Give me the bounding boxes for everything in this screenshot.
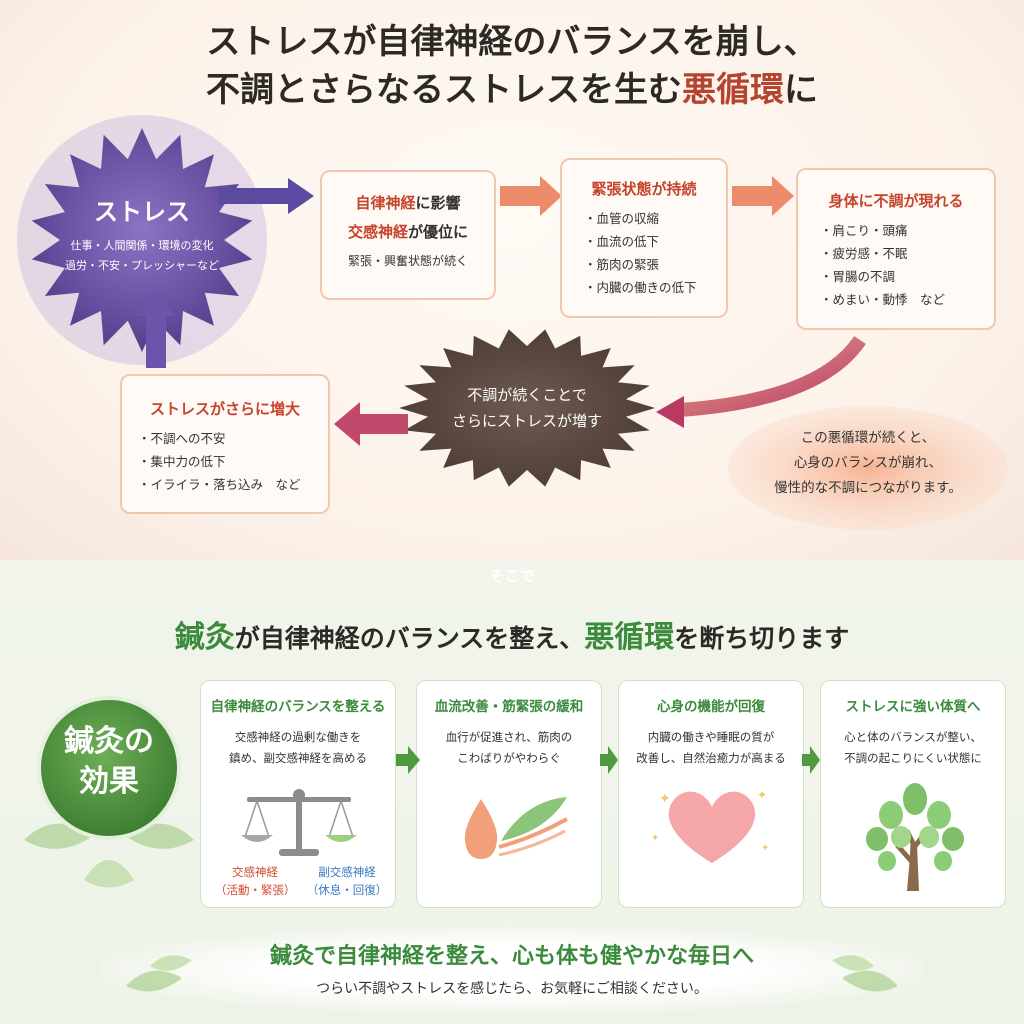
- list-item: ・血流の低下: [584, 234, 660, 249]
- effect-card-recovery: 心身の機能が回復 内臓の働きや睡眠の質が 改善し、自然治癒力が高まる ✦ ✦ ✦…: [618, 680, 804, 908]
- list-item: ・筋肉の緊張: [584, 257, 660, 272]
- footer-banner: [100, 926, 924, 1014]
- list-item: ・不調への不安: [138, 431, 226, 446]
- box-tension-list: ・血管の収縮 ・血流の低下 ・筋肉の緊張 ・内臓の働きの低下: [584, 207, 726, 299]
- subtitle: 鍼灸が自律神経のバランスを整え、悪循環を断ち切ります: [174, 620, 850, 655]
- dark-burst-line1: 不調が続くことで: [467, 386, 587, 404]
- box-symptoms: 身体に不調が現れる ・肩こり・頭痛 ・疲労感・不眠 ・胃腸の不調 ・めまい・動悸…: [796, 168, 996, 330]
- box-increase-list: ・不調への不安 ・集中力の低下 ・イライラ・落ち込み など: [138, 427, 328, 496]
- svg-text:✦: ✦: [659, 791, 671, 807]
- effect-badge: 鍼灸の 効果: [64, 724, 154, 799]
- blood-drop-icon: [464, 797, 568, 859]
- stress-burst: ストレス 仕事・人間関係・環境の変化 過労・不安・プレッシャーなど: [52, 192, 232, 273]
- box-autonomic-note: 緊張・興奮状態が続く: [347, 254, 468, 268]
- stress-burst-title: ストレス: [94, 197, 190, 226]
- warning-bubble: この悪循環が続くと、 心身のバランスが崩れ、 慢性的な不調につながります。: [774, 430, 962, 496]
- arrow-symptoms-to-burst-head: [656, 396, 684, 428]
- effect-card-bloodflow: 血流改善・筋緊張の緩和 血行が促進され、筋肉の こわばりがやわらぐ: [416, 680, 602, 908]
- tree-icon: [866, 783, 964, 891]
- footer-headline: 鍼灸で自律神経を整え、心も体も健やかな毎日へ: [269, 943, 754, 969]
- box-symptoms-list: ・肩こり・頭痛 ・疲労感・不眠 ・胃腸の不調 ・めまい・動悸 など: [820, 219, 994, 311]
- cycle-diagram-graphics: [17, 115, 1008, 530]
- dark-burst-line2: さらにストレスが増す: [451, 412, 602, 430]
- list-item: ・集中力の低下: [138, 454, 226, 469]
- vicious-cycle-highlight: 悪循環: [682, 70, 784, 110]
- list-item: ・イライラ・落ち込み など: [138, 477, 301, 492]
- box-symptoms-title: 身体に不調が現れる: [828, 192, 964, 210]
- main-title-line2: 不調とさらなるストレスを生む悪循環に: [206, 70, 818, 110]
- arrow-autonomic-to-tension: [500, 176, 562, 216]
- box-tension: 緊張状態が持続 ・血管の収縮 ・血流の低下 ・筋肉の緊張 ・内臓の働きの低下: [560, 158, 728, 318]
- box-autonomic-title2: 交感神経が優位に: [347, 223, 469, 241]
- list-item: ・めまい・動悸 など: [820, 292, 946, 307]
- list-item: ・肩こり・頭痛: [820, 223, 908, 238]
- box-tension-title: 緊張状態が持続: [591, 180, 697, 198]
- box-autonomic-title1: 自律神経に影響: [355, 194, 461, 212]
- arrow-right-icon: [396, 746, 420, 774]
- effect-card-title: 心身の機能が回復: [657, 699, 765, 715]
- leaf-icon: [842, 970, 898, 992]
- heart-icon: ✦ ✦ ✦ ✦: [651, 788, 769, 863]
- effect-card-title: ストレスに強い体質へ: [845, 699, 981, 715]
- stress-burst-line2: 過労・不安・プレッシャーなど: [65, 259, 219, 272]
- effect-arrows: [396, 746, 820, 774]
- arrow-increase-to-stress: [136, 292, 176, 368]
- footer-leaves: [126, 955, 898, 992]
- arrow-burst-to-increase: [334, 402, 408, 446]
- effect-card-title: 血流改善・筋緊張の緩和: [434, 699, 584, 715]
- footer-subline: つらい不調やストレスを感じたら、お気軽にご相談ください。: [316, 981, 708, 997]
- effect-card-text: 内臓の働きや睡眠の質が 改善し、自然治癒力が高まる: [636, 730, 786, 765]
- main-title: ストレスが自律神経のバランスを崩し、 不調とさらなるストレスを生む悪循環に: [0, 18, 1024, 114]
- stress-burst-line1: 仕事・人間関係・環境の変化: [70, 239, 214, 252]
- box-increase-title: ストレスがさらに増大: [149, 400, 300, 418]
- list-item: ・疲労感・不眠: [820, 246, 908, 261]
- balance-scale-icon: [241, 789, 357, 856]
- effect-card-resilience: ストレスに強い体質へ 心と体のバランスが整い、 不調の起こりにくい状態に: [820, 680, 1006, 908]
- svg-text:✦: ✦: [757, 788, 767, 802]
- leaf-icon: [126, 970, 182, 992]
- dark-burst-shape: [399, 329, 655, 487]
- list-item: ・胃腸の不調: [820, 269, 896, 284]
- effect-card-balance: 自律神経のバランスを整える 交感神経の過剰な働きを 鎮め、副交感神経を高める 交…: [200, 680, 396, 908]
- effect-card-text: 交感神経の過剰な働きを 鎮め、副交感神経を高める: [229, 730, 367, 765]
- warning-bubble-shape: [728, 406, 1008, 530]
- leaf-icon: [150, 955, 192, 971]
- dark-burst: 不調が続くことで さらにストレスが増す: [412, 382, 642, 434]
- sympathetic-label: 交感神経 （活動・緊張）: [215, 865, 296, 897]
- transition-label: そこで: [489, 567, 535, 585]
- effect-badge-circle: [37, 696, 181, 840]
- box-stress-increase: ストレスがさらに増大 ・不調への不安 ・集中力の低下 ・イライラ・落ち込み など: [120, 374, 330, 514]
- effect-card-title: 自律神経のバランスを整える: [210, 699, 386, 715]
- parasympathetic-label: 副交感神経 （休息・回復）: [306, 865, 388, 897]
- arrow-stress-to-autonomic: [218, 178, 314, 214]
- svg-text:✦: ✦: [761, 843, 769, 854]
- effect-badge-graphics: [24, 696, 194, 888]
- main-title-line1: ストレスが自律神経のバランスを崩し、: [206, 22, 818, 62]
- stress-burst-shape: [31, 128, 253, 352]
- arrow-tension-to-symptoms: [732, 176, 794, 216]
- leaf-icon: [832, 955, 874, 971]
- svg-text:✦: ✦: [651, 833, 659, 844]
- leaf-icon: [84, 860, 134, 888]
- arrow-right-icon: [802, 746, 820, 774]
- effect-card-text: 血行が促進され、筋肉の こわばりがやわらぐ: [445, 730, 573, 765]
- arrow-right-icon: [600, 746, 618, 774]
- list-item: ・血管の収縮: [584, 211, 660, 226]
- arrow-symptoms-to-burst: [679, 335, 866, 417]
- list-item: ・内臓の働きの低下: [584, 280, 697, 295]
- effect-card-text: 心と体のバランスが整い、 不調の起こりにくい状態に: [844, 730, 982, 765]
- box-autonomic-impact: 自律神経に影響 交感神経が優位に 緊張・興奮状態が続く: [320, 170, 496, 300]
